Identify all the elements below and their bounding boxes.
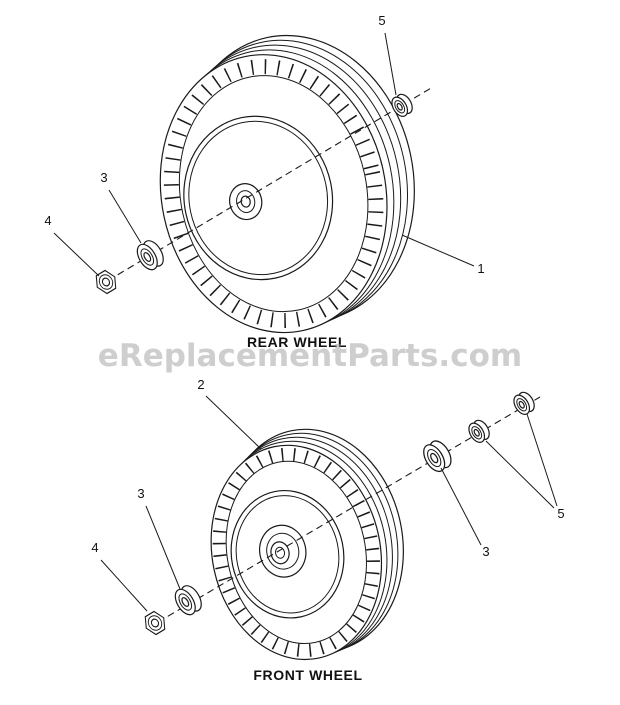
callout-rear-1: 1: [477, 261, 484, 276]
callout-front-3-left: 3: [137, 486, 144, 501]
callout-front-4: 4: [91, 540, 98, 555]
callout-leader-front-2: [205, 395, 262, 450]
callout-front-2: 2: [197, 377, 204, 392]
callout-front-3-right: 3: [482, 544, 489, 559]
front-wheel-illustration: [210, 428, 404, 661]
front-axle-centerline: [147, 396, 541, 629]
callout-leader-front-3-right: [440, 467, 482, 546]
front-flange-washer-left: [170, 581, 206, 619]
callout-leader-front-5a: [526, 413, 558, 507]
callout-leader-rear-4: [53, 232, 100, 277]
rear-wheel-illustration: [159, 34, 415, 334]
rear-wheel-title: REAR WHEEL: [247, 334, 347, 350]
callout-leader-front-5b: [485, 440, 555, 509]
front-spacer-washer-2: [510, 388, 539, 418]
front-hex-nut: [140, 608, 170, 638]
callout-front-5: 5: [557, 506, 564, 521]
callout-rear-4: 4: [44, 213, 51, 228]
callout-leader-rear-1: [401, 234, 475, 267]
front-wheel-title: FRONT WHEEL: [253, 667, 362, 683]
callout-leader-rear-3: [108, 189, 142, 244]
rear-hub: [228, 183, 263, 221]
rear-flange-washer: [132, 236, 168, 274]
front-flange-washer-right: [418, 436, 456, 476]
callout-leader-front-3-left: [145, 505, 181, 590]
callout-leader-front-4: [100, 559, 148, 612]
rear-axle-centerline: [97, 87, 433, 287]
watermark: eReplacementParts.com: [98, 338, 522, 374]
front-spacer-washer-1: [465, 416, 494, 446]
callout-leader-rear-5: [384, 32, 397, 96]
callout-rear-5: 5: [378, 13, 385, 28]
front-hub: [259, 524, 307, 578]
rear-hex-nut: [91, 267, 121, 297]
callout-rear-3: 3: [100, 170, 107, 185]
